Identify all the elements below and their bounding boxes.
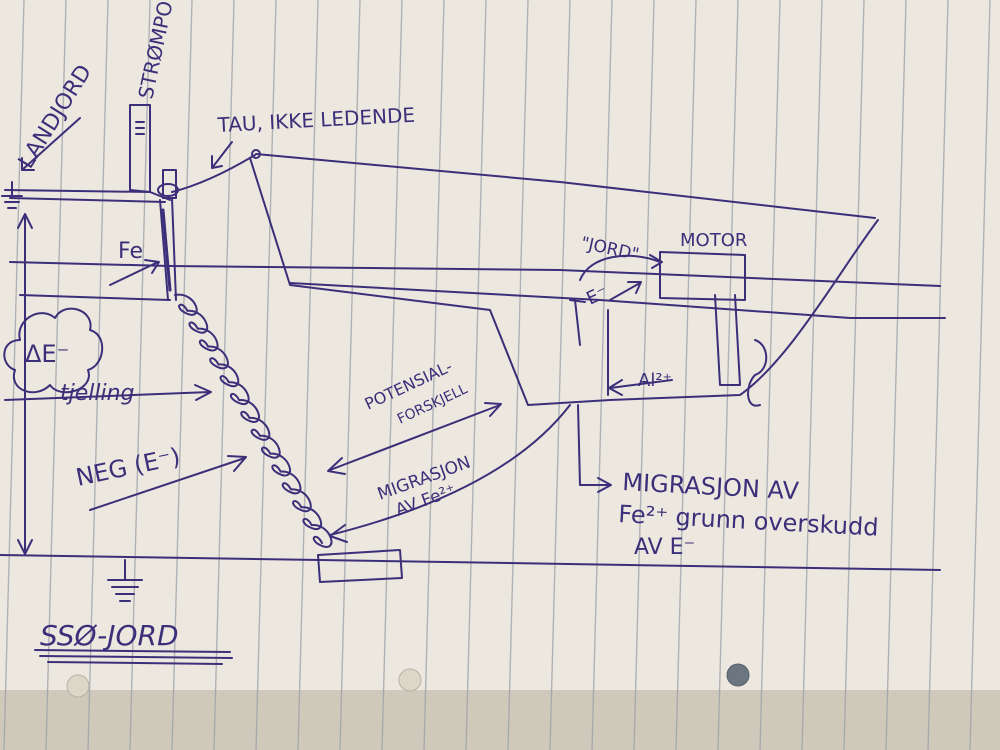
label-al: Al²⁺ — [638, 370, 672, 391]
potensial-arrow-head-left — [327, 457, 346, 475]
sketch-labels: LANDJORD STRØMPO TAU, IKKE LEDENDE "JORD… — [14, 0, 879, 652]
label-sso-jord: SSØ-JORD — [40, 619, 179, 652]
water-surface-line — [9, 261, 941, 287]
sso-jord-underline — [34, 649, 233, 665]
depth-arrow-head-top — [17, 213, 33, 229]
bollard — [162, 169, 177, 199]
rule-line — [213, 0, 235, 750]
binding-hole — [66, 674, 90, 698]
propeller — [747, 339, 768, 407]
label-fe: Fe — [118, 239, 143, 264]
rule-line — [339, 0, 361, 750]
fe-arrow-head — [144, 259, 160, 274]
rule-line — [507, 0, 529, 750]
buried-ground-plate — [317, 549, 403, 583]
rule-line — [801, 0, 823, 750]
migrasjon-arrow — [329, 404, 571, 536]
power-post-detail — [135, 121, 145, 135]
rule-line — [423, 0, 445, 750]
rule-line — [969, 0, 991, 750]
binding-hole — [726, 663, 750, 687]
rule-line — [885, 0, 907, 750]
rule-line — [465, 0, 487, 750]
rule-line — [549, 0, 571, 750]
label-delta-e: ΔE⁻ — [25, 340, 69, 368]
potensial-arrow-head-right — [484, 402, 502, 417]
motor-box — [659, 251, 746, 301]
quay-wall — [159, 197, 177, 301]
fe-arrow — [109, 261, 159, 286]
rule-line — [381, 0, 403, 750]
neg-arrow — [89, 457, 246, 511]
rule-line — [87, 0, 109, 750]
rule-line — [843, 0, 865, 750]
quay-top-line — [9, 197, 166, 203]
rule-line — [633, 0, 655, 750]
label-motor: MOTOR — [680, 230, 747, 251]
water-surface-line-2 — [289, 282, 946, 319]
motor-shaft — [714, 294, 741, 386]
tjelling-arrow — [4, 391, 211, 401]
rule-line — [129, 0, 151, 750]
jord-arrow — [579, 254, 661, 281]
depth-arrow-head-bottom — [17, 539, 33, 555]
label-migrasjon-big-3: AV E⁻ — [634, 535, 695, 560]
label-tjelling: tjelling — [60, 381, 135, 406]
delta-e-cloud — [3, 307, 104, 394]
al-arrow — [609, 379, 673, 389]
keel-down-arrow-head — [597, 477, 612, 493]
potensial-arrow — [329, 404, 501, 471]
e-arrow — [609, 282, 641, 301]
quay-bottom-line — [19, 294, 171, 301]
rule-line — [297, 0, 319, 750]
rule-line — [171, 0, 193, 750]
neg-arrow-head — [227, 455, 247, 472]
rule-line — [255, 0, 277, 750]
binding-hole — [398, 668, 422, 692]
mooring-rope — [171, 154, 256, 193]
keel-down-line — [577, 404, 611, 486]
land-ground-symbol — [1, 181, 23, 209]
boat-deck-line — [255, 153, 876, 219]
rule-line — [675, 0, 697, 750]
boat-hull — [249, 157, 879, 406]
rule-line — [717, 0, 739, 750]
quay-wall-hatch — [161, 208, 172, 292]
e-arrow-head — [627, 281, 642, 294]
binding-holes — [66, 663, 750, 698]
notebook-rule-lines — [3, 0, 991, 750]
seabed-line — [0, 554, 941, 571]
landjord-arrow — [21, 117, 81, 171]
ground-resistance-coil — [174, 293, 333, 548]
power-post — [129, 104, 151, 193]
sea-ground-symbol — [107, 559, 143, 602]
tjelling-arrow-head — [194, 384, 212, 401]
rule-line — [759, 0, 781, 750]
jord-arrow-head — [649, 254, 663, 269]
anode-mark — [569, 299, 586, 346]
al-arrow-head — [608, 379, 623, 396]
rule-line — [45, 0, 67, 750]
migrasjon-arrow-head — [329, 524, 348, 543]
paper-bottom-shadow — [0, 690, 1000, 750]
tau-arrow — [211, 141, 233, 169]
rule-line — [591, 0, 613, 750]
rule-line — [927, 0, 949, 750]
